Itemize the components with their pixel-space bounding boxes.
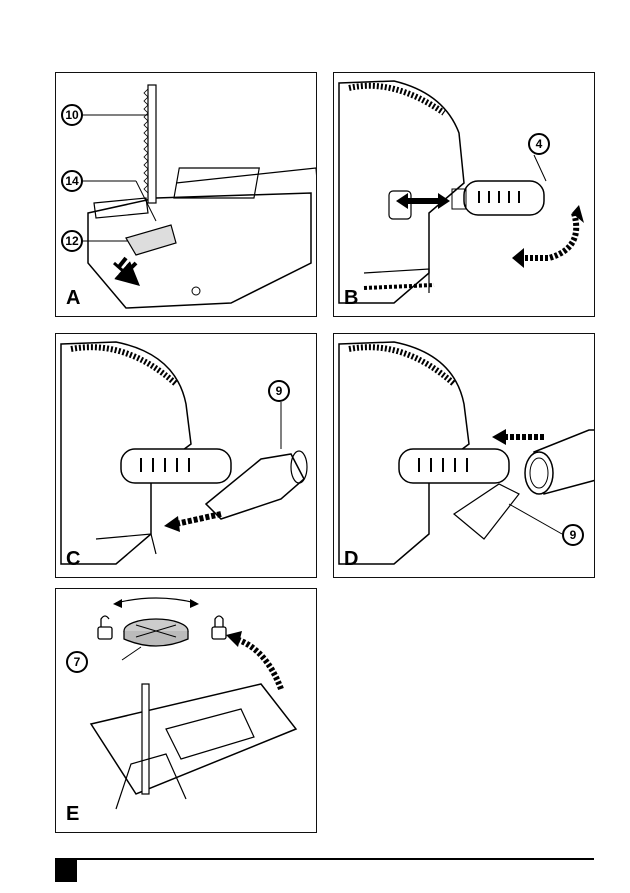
illustration-c xyxy=(56,334,317,578)
panel-label: B xyxy=(344,287,358,310)
lock-closed-icon xyxy=(212,616,226,639)
callout-14: 14 xyxy=(61,170,83,192)
panel-label: C xyxy=(66,548,80,571)
panel-label: D xyxy=(344,548,358,571)
callout-4: 4 xyxy=(528,133,550,155)
panel-label: A xyxy=(66,287,80,310)
illustration-d xyxy=(334,334,595,578)
footer-rule xyxy=(55,858,594,860)
illustration-b xyxy=(334,73,595,317)
illustration-e xyxy=(56,589,317,833)
callout-12: 12 xyxy=(61,230,83,252)
callout-10: 10 xyxy=(61,104,83,126)
figure-panel-c: 9 C xyxy=(55,333,317,578)
panel-label: E xyxy=(66,803,79,826)
lock-open-icon xyxy=(98,616,112,639)
page-marker-block xyxy=(55,860,77,882)
callout-9: 9 xyxy=(268,380,290,402)
callout-7: 7 xyxy=(66,651,88,673)
figure-panel-e: 7 E xyxy=(55,588,317,833)
callout-9: 9 xyxy=(562,524,584,546)
figure-panel-d: 9 D xyxy=(333,333,595,578)
illustration-a xyxy=(56,73,317,317)
figure-panel-a: 10 14 12 A xyxy=(55,72,317,317)
figure-panel-b: 4 B xyxy=(333,72,595,317)
